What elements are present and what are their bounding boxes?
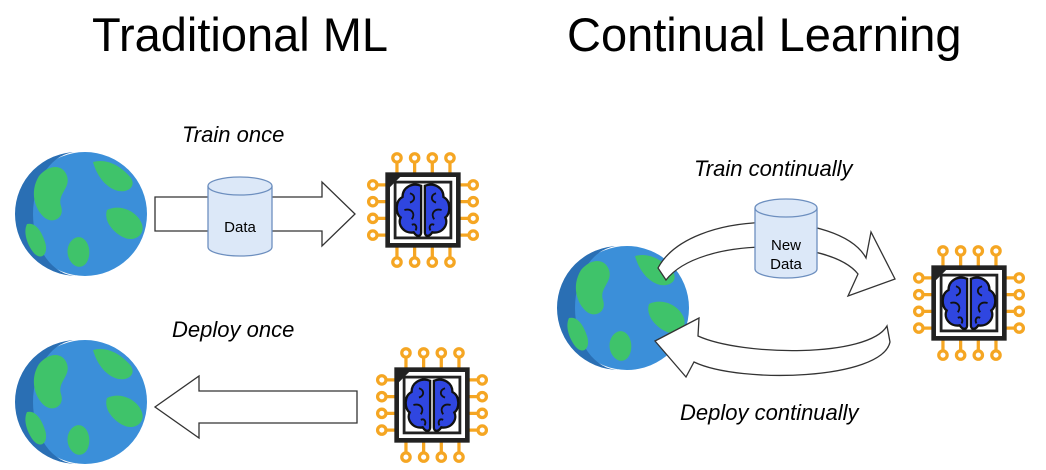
train-once-caption: Train once	[182, 122, 285, 147]
new-data-label: New Data	[755, 237, 817, 275]
ai-chip-icon	[378, 349, 487, 462]
deploy-once-caption: Deploy once	[172, 317, 295, 342]
deploy-continually-caption: Deploy continually	[680, 400, 859, 425]
train-continually-caption: Train continually	[694, 156, 853, 181]
deploy-continually-arrow	[653, 316, 891, 379]
new-data-label-line2: Data	[770, 255, 802, 273]
globe-icon	[15, 340, 147, 464]
new-data-label-line1: New	[770, 237, 801, 254]
traditional-ml-title: Traditional ML	[92, 8, 389, 61]
new-data-database-icon	[754, 198, 818, 279]
train-continually-arrow	[657, 221, 896, 298]
deploy-once-arrow	[153, 374, 358, 440]
continual-learning-title: Continual Learning	[567, 8, 962, 61]
globe-icon	[15, 152, 147, 276]
ai-chip-icon	[369, 154, 478, 267]
data-database-icon	[207, 176, 273, 257]
ai-chip-icon	[915, 247, 1024, 360]
data-label: Data	[224, 219, 256, 236]
